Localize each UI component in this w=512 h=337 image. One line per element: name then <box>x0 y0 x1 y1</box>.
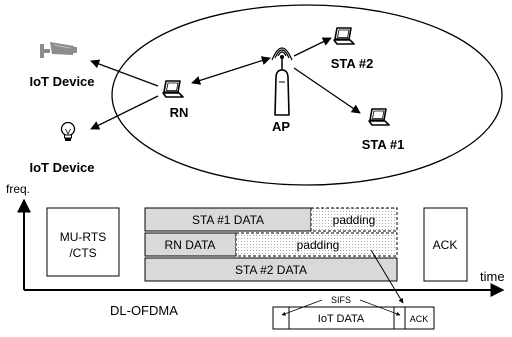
sta2-label: STA #2 <box>331 56 374 71</box>
link-rn-camera <box>90 59 159 87</box>
coverage-ellipse <box>111 4 503 186</box>
sta1-laptop-icon <box>368 108 390 126</box>
ap-label: AP <box>272 119 290 134</box>
sta1-padding-label: padding <box>333 213 376 227</box>
time-axis-label: time <box>480 269 505 284</box>
sta2-laptop-icon <box>333 27 355 45</box>
padding-to-iot-arrow <box>370 249 404 304</box>
ack-block <box>423 207 468 282</box>
sta1-label: STA #1 <box>362 137 405 152</box>
sifs-arrow-right <box>359 299 401 316</box>
sta2-data-block <box>144 257 398 282</box>
mu-rts-cts-label-line2: /CTS <box>69 246 96 260</box>
rn-laptop-icon <box>162 80 184 98</box>
link-rn-bulb <box>90 95 159 130</box>
light-bulb-icon <box>60 121 76 141</box>
sifs-label: SIFS <box>331 295 351 305</box>
iot-ack-block <box>404 306 435 330</box>
sifs-arrow-left <box>281 299 323 316</box>
mu-rts-cts-block <box>46 207 120 277</box>
sta2-data-label: STA #2 DATA <box>235 263 307 277</box>
link-ap-rn <box>191 56 271 85</box>
mu-rts-cts-label-line1: MU-RTS <box>60 230 106 244</box>
freq-axis-label: freq. <box>6 182 30 196</box>
dl-ofdma-label: DL-OFDMA <box>110 303 178 318</box>
iot-data-block <box>288 306 395 330</box>
link-ap-sta2 <box>293 37 332 57</box>
rn-data-label: RN DATA <box>165 238 216 252</box>
iot-data-label: IoT DATA <box>318 313 365 325</box>
rn-padding-label: padding <box>297 238 340 252</box>
iot-bulb-label: IoT Device <box>29 160 94 175</box>
iot-ack-label: ACK <box>410 314 429 324</box>
iot-camera-label: IoT Device <box>29 74 94 89</box>
ack-label: ACK <box>433 238 458 252</box>
access-point-icon <box>271 47 293 116</box>
sta1-padding-block <box>310 207 398 232</box>
security-camera-icon <box>40 42 77 58</box>
rn-padding-block <box>235 232 398 257</box>
link-ap-sta1 <box>293 67 361 114</box>
sta1-data-label: STA #1 DATA <box>192 213 264 227</box>
rn-label: RN <box>170 105 189 120</box>
